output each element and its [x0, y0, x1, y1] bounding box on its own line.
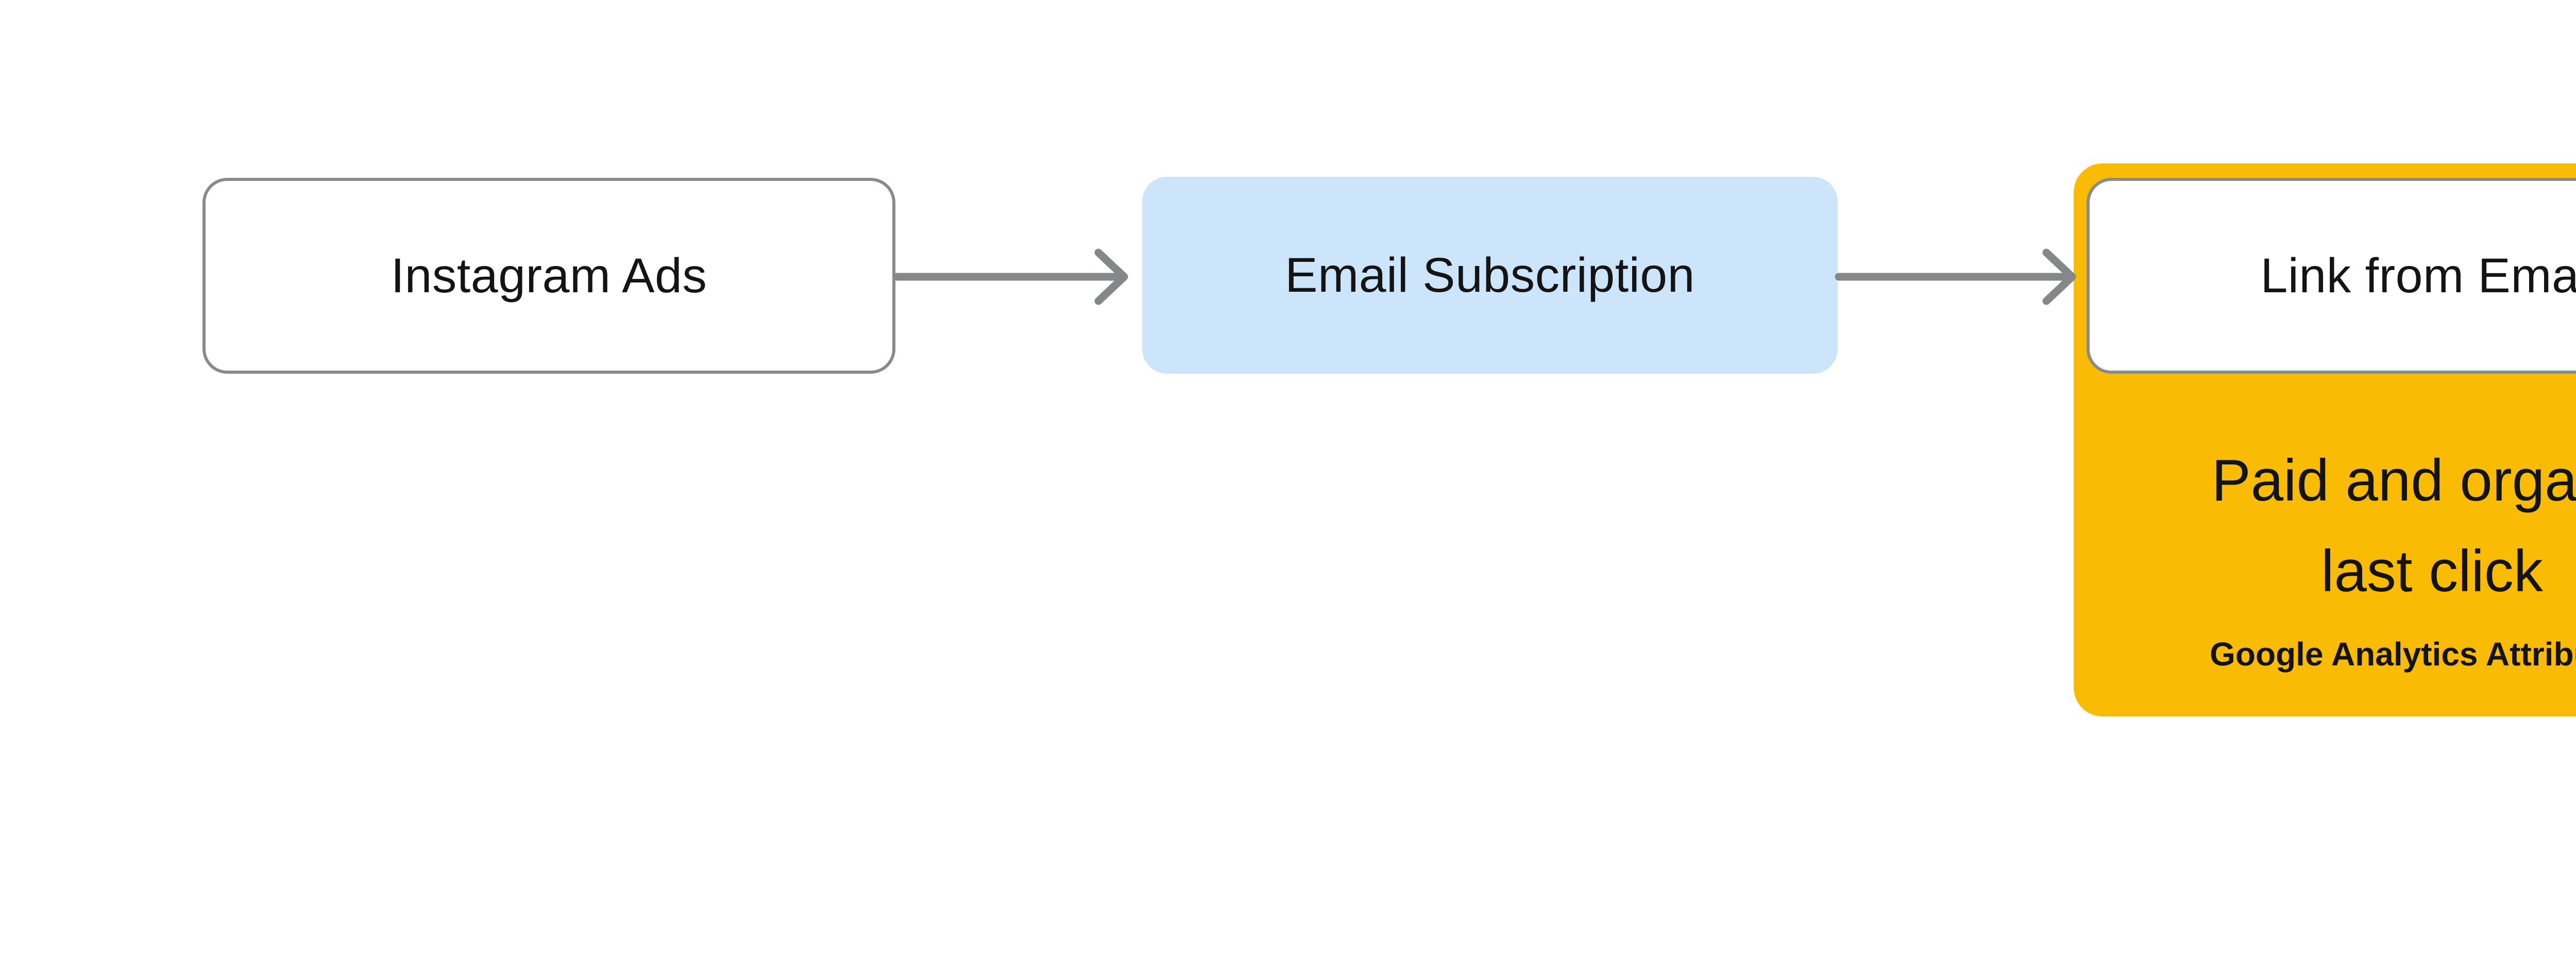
node-link-from-email-label: Link from Email	[2260, 248, 2576, 303]
arrowhead-icon	[1094, 248, 1128, 305]
highlight-subcaption: Google Analytics Attribution	[2210, 636, 2576, 673]
arrowhead-icon	[2042, 248, 2076, 305]
highlight-caption-line2: last click	[2321, 539, 2543, 604]
node-email-subscription[interactable]: Email Subscription	[1142, 177, 1838, 374]
node-email-subscription-label: Email Subscription	[1285, 247, 1695, 303]
connector-arrow-1[interactable]	[893, 248, 1128, 305]
connector-arrow-2[interactable]	[1835, 248, 2076, 305]
highlight-caption: Paid and organic last click	[2074, 436, 2576, 617]
highlight-caption-line1: Paid and organic	[2211, 448, 2576, 513]
node-instagram-ads-label: Instagram Ads	[391, 248, 707, 303]
node-instagram-ads[interactable]: Instagram Ads	[202, 178, 895, 374]
node-link-from-email[interactable]: Link from Email	[2087, 178, 2576, 374]
